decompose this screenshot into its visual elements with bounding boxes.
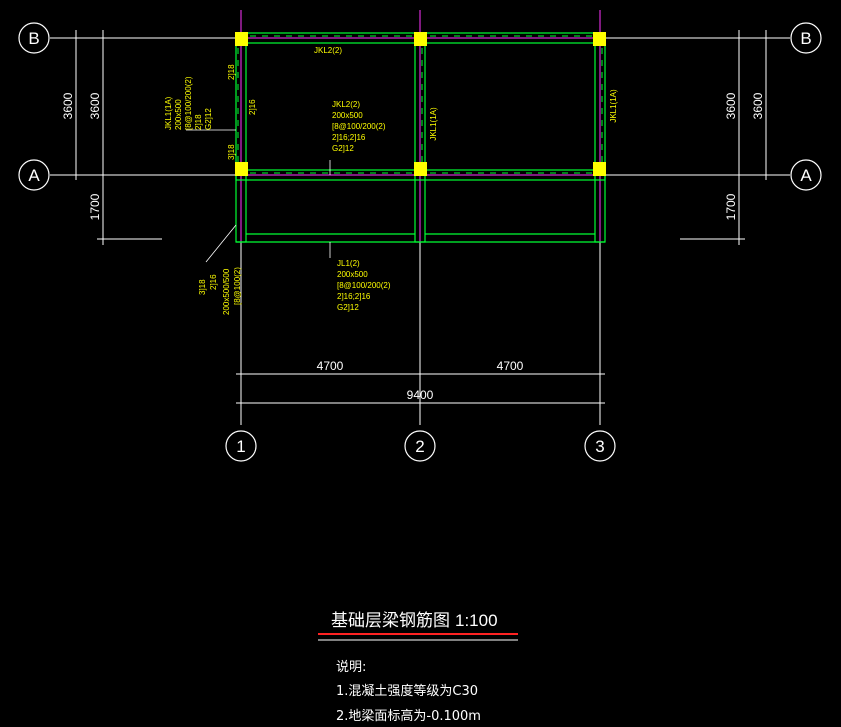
- left-dimensions: [70, 30, 162, 245]
- column-a3: [593, 162, 606, 176]
- axis-bubble-b-right: [790, 22, 822, 54]
- label-mid-beam-2: [8@100/200(2): [332, 122, 386, 131]
- drawing-title: 基础层梁钢筋图 1:100: [318, 611, 518, 641]
- label-mid-beam-1: 200x500: [332, 111, 363, 120]
- dim-span-2-3: 4700: [497, 359, 524, 373]
- note-item-2: 2.地梁面标高为-0.100m: [336, 709, 481, 724]
- axis-label-b-left: B: [28, 29, 39, 48]
- axis-label-1: 1: [236, 437, 245, 456]
- dim-left-inner-bottom: 1700: [88, 193, 102, 220]
- column-b1: [235, 32, 248, 46]
- label-bottom-beam-1: 200x500: [337, 270, 368, 279]
- label-bottom-beam-0: JL1(2): [337, 259, 360, 268]
- beam-annotations: JKL2(2) JKL2(2) 200x500 [8@100/200(2) 2]…: [164, 46, 618, 315]
- dim-left-inner-top: 3600: [88, 92, 102, 119]
- label-bottom-beam-2: [8@100/200(2): [337, 281, 391, 290]
- label-left-small-mid: 2]16: [248, 99, 257, 115]
- label-left-beam-4: G2]12: [204, 108, 213, 130]
- dim-right-outer: 3600: [751, 92, 765, 119]
- axis-bubbles: [18, 22, 822, 462]
- label-mid-beam-3: 2]16;2]16: [332, 133, 366, 142]
- axis-labels: B A B A 1 2 3: [28, 29, 812, 456]
- label-bottom-beam-4: G2]12: [337, 303, 359, 312]
- label-left-beam-3: 2]18: [194, 114, 203, 130]
- label-bottom-left-0: 3]18: [198, 279, 207, 295]
- label-mid-beam-4: G2]12: [332, 144, 354, 153]
- leaders: [186, 129, 331, 263]
- label-left-beam-2: [8@100/200(2): [184, 76, 193, 130]
- axis-label-2: 2: [415, 437, 424, 456]
- axis-bubble-3: [584, 430, 616, 462]
- label-left-beam-1: 200x500: [174, 99, 183, 130]
- label-col2-beam: JKL1(1A): [429, 107, 438, 141]
- label-col3-beam: JKL1(1A): [609, 89, 618, 123]
- axis-bubble-1: [225, 430, 257, 462]
- column-a2: [414, 162, 427, 176]
- axis-label-b-right: B: [800, 29, 811, 48]
- bottom-dimensions: [236, 369, 605, 408]
- label-bottom-left-2: 200x500/500: [222, 268, 231, 315]
- axis-label-a-left: A: [28, 166, 40, 185]
- column-b2: [414, 32, 427, 46]
- dim-right-inner-top: 3600: [724, 92, 738, 119]
- notes-heading: 说明:: [336, 660, 367, 675]
- axis-label-a-right: A: [800, 166, 812, 185]
- dim-total: 9400: [407, 388, 434, 402]
- label-bottom-beam-3: 2]16;2]16: [337, 292, 371, 301]
- column-a1: [235, 162, 248, 176]
- axis-label-3: 3: [595, 437, 604, 456]
- column-b3: [593, 32, 606, 46]
- dimension-texts: 3600 3600 1700 3600 3600 1700 4700 4700 …: [61, 92, 765, 402]
- axis-bubble-a-right: [790, 159, 822, 191]
- label-mid-beam-0: JKL2(2): [332, 100, 360, 109]
- note-item-1: 1.混凝土强度等级为C30: [336, 684, 479, 699]
- axis-bubble-2: [404, 430, 436, 462]
- label-bottom-left-3: [8@100(2): [233, 267, 242, 305]
- right-dimensions: [680, 30, 772, 245]
- title-scale: 1:100: [455, 611, 498, 630]
- title-name: 基础层梁钢筋图: [331, 611, 450, 631]
- dim-left-outer: 3600: [61, 92, 75, 119]
- label-left-small-bot: 3]18: [227, 144, 236, 160]
- label-top-beam: JKL2(2): [314, 46, 342, 55]
- dim-right-inner-bottom: 1700: [724, 193, 738, 220]
- dim-span-1-2: 4700: [317, 359, 344, 373]
- columns: [235, 32, 606, 176]
- label-left-small-top: 2]18: [227, 64, 236, 80]
- axis-bubble-a-left: [18, 159, 50, 191]
- axis-bubble-b-left: [18, 22, 50, 54]
- label-left-beam-0: JKL1(1A): [164, 96, 173, 130]
- label-bottom-left-1: 2]16: [209, 274, 218, 290]
